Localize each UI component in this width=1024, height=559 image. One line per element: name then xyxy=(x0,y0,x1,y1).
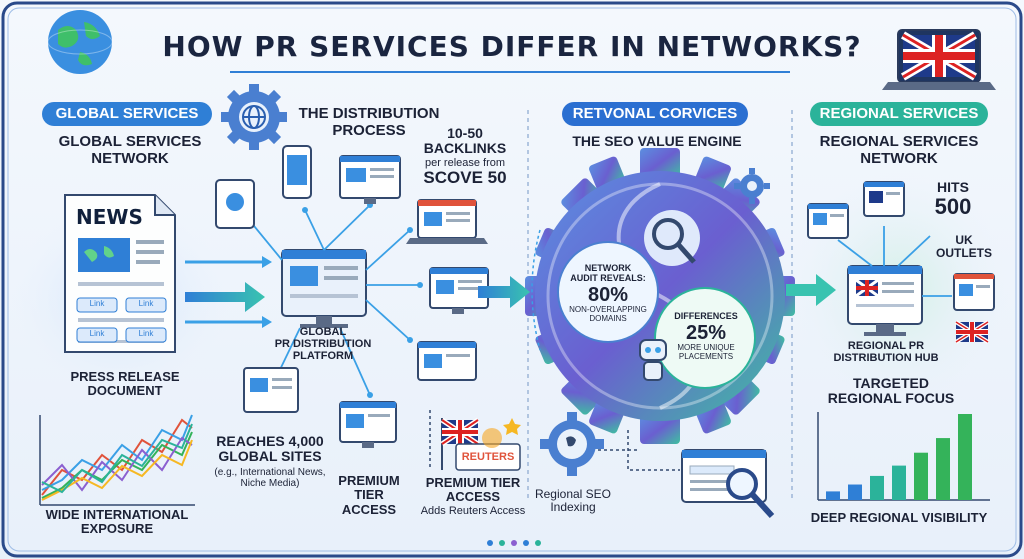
link-label: Link xyxy=(89,299,105,308)
flow-arrow xyxy=(478,276,530,308)
regional-hub-monitor xyxy=(847,265,923,336)
reuters-flag-icon xyxy=(440,417,521,471)
national-services-pill: RETVONAL CORVICES xyxy=(562,102,748,126)
globe-icon xyxy=(47,10,113,74)
regional-services-pill: REGIONAL SERVICES xyxy=(810,102,988,126)
phone-icon xyxy=(282,145,312,199)
news-label: NEWS xyxy=(76,205,143,229)
international-line-chart xyxy=(39,414,195,506)
seo-value-engine-gear xyxy=(525,148,795,444)
uk-flag-icon xyxy=(954,320,990,344)
news-site-monitor-2 xyxy=(429,267,489,314)
link-label: Link xyxy=(138,329,154,338)
seo-engine-heading: THE SEO VALUE ENGINE xyxy=(572,133,742,149)
visibility-bar xyxy=(826,491,840,500)
visibility-bar xyxy=(914,452,928,500)
visibility-bar xyxy=(892,465,906,500)
visibility-bar xyxy=(870,475,884,500)
link-label: Link xyxy=(138,299,154,308)
reuters-label: REUTERS xyxy=(461,451,515,463)
uk-flag-laptop-icon xyxy=(882,29,996,90)
link-label: Link xyxy=(89,329,105,338)
small-gear-icon xyxy=(734,168,770,204)
differences-callout: DIFFERENCES 25% MORE UNIQUE PLACEMENTS xyxy=(674,311,738,361)
regional-seo-indexing-gear xyxy=(540,412,604,476)
page-dots xyxy=(487,540,541,546)
visibility-bar xyxy=(936,438,950,500)
uk-outlet-monitor-2 xyxy=(863,181,905,217)
flow-arrow xyxy=(786,274,836,306)
uk-outlet-monitor-3 xyxy=(953,273,995,311)
news-site-monitor-1 xyxy=(339,155,401,204)
page-title: HOW PR SERVICES DIFFER IN NETWORKS? xyxy=(162,30,862,63)
news-site-laptop xyxy=(406,199,488,244)
uk-outlet-monitor-1 xyxy=(807,203,849,239)
news-site-monitor-3 xyxy=(417,341,477,381)
hits-callout: HITS 500 xyxy=(934,179,972,220)
global-pr-platform-monitor xyxy=(281,249,367,328)
regional-visibility-caption: DEEP REGIONAL VISIBILITY xyxy=(810,510,988,525)
tablet-icon xyxy=(215,179,255,229)
regional-visibility-bar-chart xyxy=(817,412,990,501)
visibility-bar xyxy=(848,484,862,500)
backlinks-callout: 10-50 BACKLINKS per release from SCOVE 5… xyxy=(423,125,507,187)
news-site-monitor-5 xyxy=(243,367,299,413)
search-browser-window xyxy=(681,449,775,519)
press-release-document xyxy=(64,194,176,353)
news-site-monitor-4 xyxy=(339,401,397,448)
gear-globe-icon xyxy=(221,84,287,150)
flow-arrow xyxy=(185,282,265,312)
visibility-bar xyxy=(958,414,972,500)
global-services-pill: GLOBAL SERVICES xyxy=(42,102,212,126)
